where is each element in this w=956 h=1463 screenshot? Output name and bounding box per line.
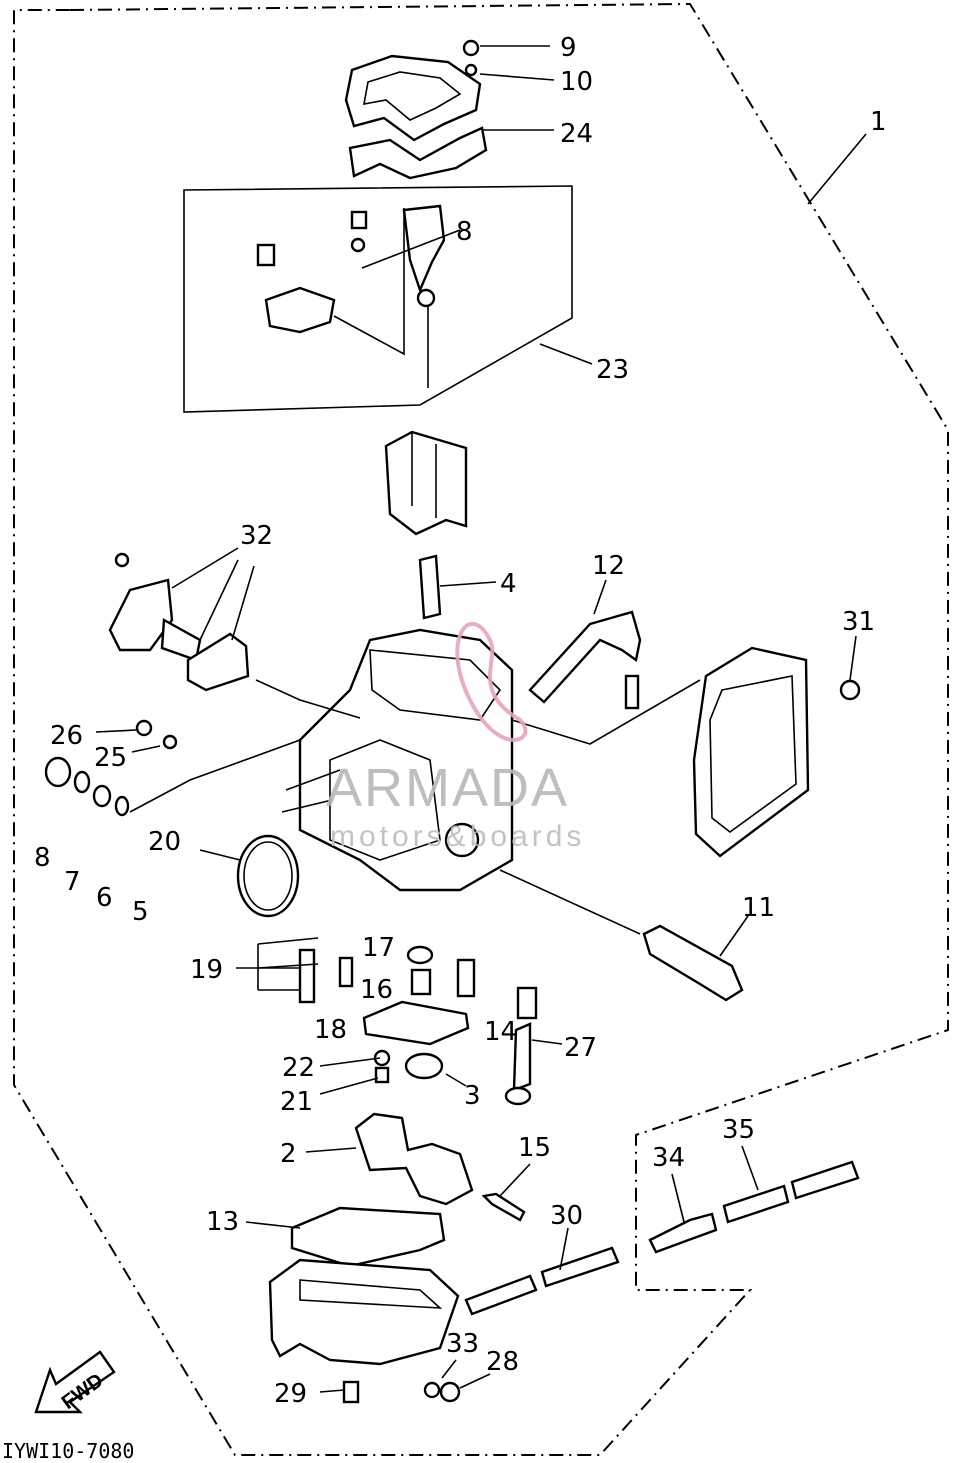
jet-parts [257,937,538,1106]
callout-7: 7 [64,867,81,897]
float-bowl-part [268,1258,460,1366]
callout-35: 35 [722,1115,755,1145]
screw-part-28 [439,1381,461,1403]
callout-32: 32 [240,521,273,551]
callout-1: 1 [870,107,887,137]
callout-5: 5 [132,897,149,927]
screw-part-29 [342,1380,360,1404]
intake-gasket-ring [236,834,300,918]
callout-21: 21 [280,1087,313,1117]
subassembly-23-box [183,185,573,413]
callout-6: 6 [96,883,113,913]
watermark: ARMADA motors&boards [326,622,585,853]
vent-hose-part [528,610,642,704]
callout-3: 3 [464,1081,481,1111]
callout-14: 14 [484,1017,517,1047]
callout-28: 28 [486,1347,519,1377]
needle-seat-plate [362,1000,470,1046]
pin-part-4 [418,554,442,620]
throttle-linkage-part [256,204,461,388]
callout-31: 31 [842,607,875,637]
fwd-arrow-icon: FWD [34,1350,116,1414]
callout-11: 11 [742,893,775,923]
callout-29: 29 [274,1379,307,1409]
spacer-block-part [384,430,468,536]
screw-part-15 [481,1192,526,1222]
callout-34: 34 [652,1143,685,1173]
callout-18: 18 [314,1015,347,1045]
float-bowl-gasket [290,1206,446,1268]
side-cover-part [692,646,810,858]
washer-part-33 [423,1381,441,1399]
throttle-stop-screw [642,924,744,1002]
watermark-logo-icon [455,622,528,742]
carburetor-body [281,628,514,892]
callout-16: 16 [360,975,393,1005]
callout-30: 30 [550,1201,583,1231]
diagram-code: IYWI10-7080 [2,1439,134,1463]
top-cover-part [344,39,488,180]
washer-parts [44,719,178,817]
float-part [354,1112,474,1206]
callout-27: 27 [564,1033,597,1063]
callout-33: 33 [446,1329,479,1359]
diaphragm-cover-part [108,552,250,692]
callout-19: 19 [190,955,223,985]
callout-17: 17 [362,933,395,963]
callout-15: 15 [518,1133,551,1163]
callout-12: 12 [592,551,625,581]
callout-9: 9 [560,33,577,63]
callout-24: 24 [560,119,593,149]
watermark-tagline: motors&boards [330,820,585,853]
leader-lines [95,45,867,1393]
callout-8: 8 [34,843,51,873]
callout-10: 10 [560,67,593,97]
callout-22: 22 [282,1053,315,1083]
drain-hose-parts [464,1160,860,1316]
callout-13: 13 [206,1207,239,1237]
callout-20: 20 [148,827,181,857]
callout-2: 2 [280,1139,297,1169]
callout-26: 26 [50,721,83,751]
callout-25: 25 [94,743,127,773]
callout-labels: 1 9 10 24 8 23 32 4 12 31 26 25 8 7 6 5 … [34,33,887,1409]
callout-8-top: 8 [456,217,473,247]
needle-seat-part [404,1052,444,1080]
callout-4: 4 [500,569,517,599]
watermark-brand: ARMADA [326,758,569,818]
callout-23: 23 [596,355,629,385]
